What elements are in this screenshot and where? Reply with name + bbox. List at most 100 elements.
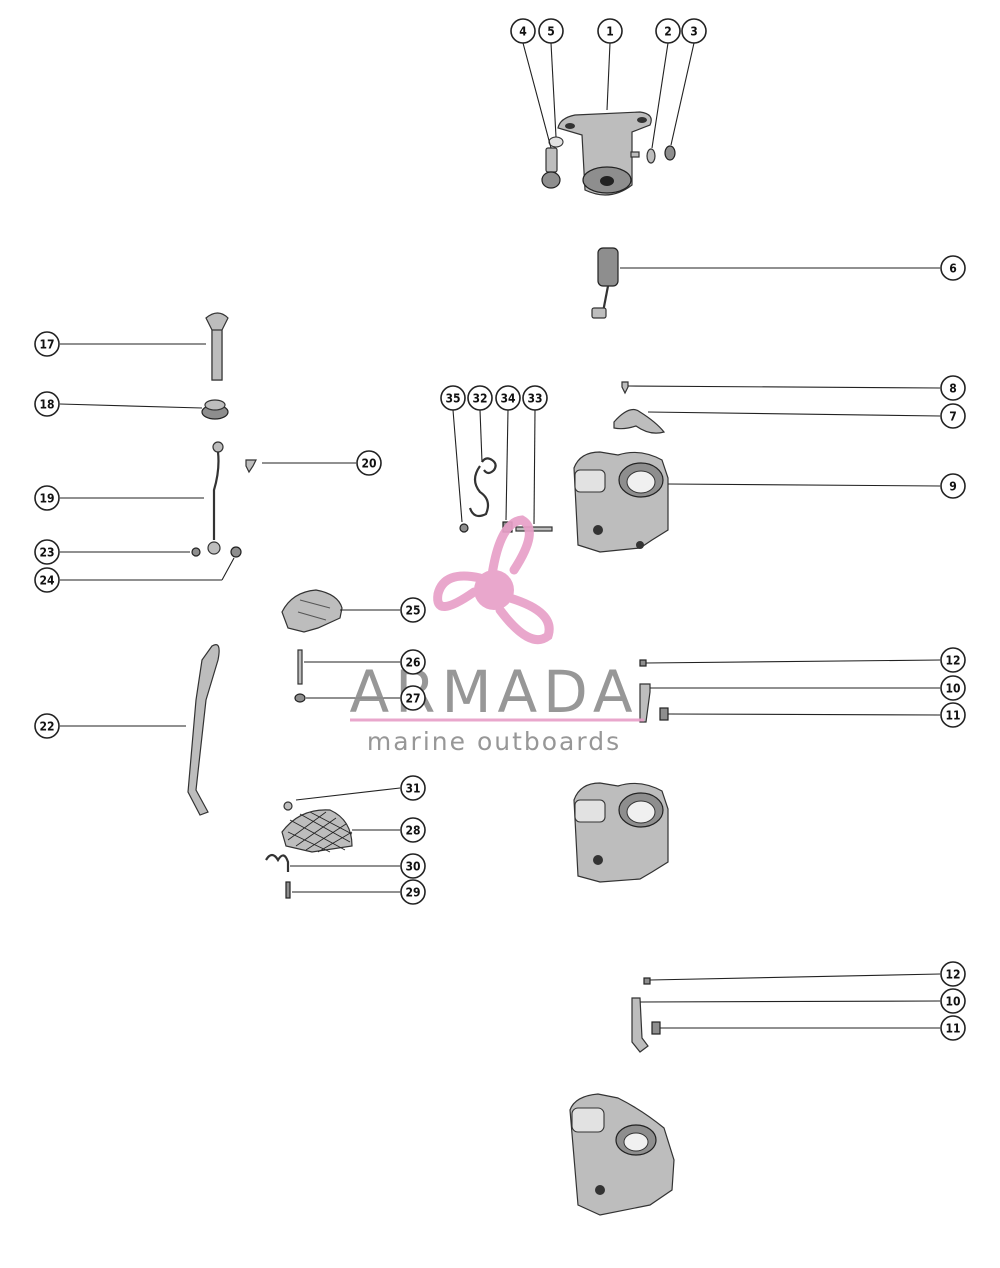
callout-9: 9 <box>940 473 966 499</box>
callout-26: 26 <box>400 649 426 675</box>
washer-27 <box>294 693 306 703</box>
svg-text:23: 23 <box>39 546 54 560</box>
svg-text:10: 10 <box>945 682 960 696</box>
nut-3 <box>664 145 676 161</box>
svg-text:6: 6 <box>949 262 957 276</box>
callout-2: 2 <box>655 18 681 44</box>
svg-text:5: 5 <box>547 25 555 39</box>
fuel-connector-housing <box>557 111 652 196</box>
callout-23: 23 <box>34 539 60 565</box>
svg-text:18: 18 <box>39 398 54 412</box>
propeller-icon <box>433 515 554 645</box>
svg-text:31: 31 <box>405 782 420 796</box>
callout-29: 29 <box>400 879 426 905</box>
svg-text:11: 11 <box>945 709 960 723</box>
callout-27: 27 <box>400 685 426 711</box>
callout-1: 1 <box>597 18 623 44</box>
part-6 <box>591 247 619 319</box>
svg-text:28: 28 <box>405 824 420 838</box>
callout-25: 25 <box>400 597 426 623</box>
svg-text:26: 26 <box>405 656 420 670</box>
callout-33: 33 <box>522 385 548 411</box>
propeller-hub-icon <box>474 570 514 610</box>
svg-text:27: 27 <box>405 692 420 706</box>
svg-text:9: 9 <box>949 480 957 494</box>
svg-text:25: 25 <box>405 604 420 618</box>
part-illustrations <box>187 111 676 1216</box>
callout-4: 4 <box>510 18 536 44</box>
lever-22 <box>187 644 220 816</box>
spring-30 <box>265 853 290 872</box>
carburetor-body-1 <box>573 451 669 553</box>
screw-11-b <box>651 1021 661 1035</box>
callout-32: 32 <box>467 385 493 411</box>
callout-19: 19 <box>34 485 60 511</box>
part-10-a <box>639 683 651 723</box>
callout-8: 8 <box>940 375 966 401</box>
callout-24: 24 <box>34 567 60 593</box>
callout-12-b: 12 <box>940 961 966 987</box>
callout-12-a: 12 <box>940 647 966 673</box>
logo-tagline: marine outboards <box>367 727 621 756</box>
svg-text:24: 24 <box>39 574 55 588</box>
carburetor-body-3 <box>569 1093 675 1216</box>
lever-7 <box>613 409 666 434</box>
screw-11-a <box>659 707 669 721</box>
callout-7: 7 <box>940 403 966 429</box>
callout-18: 18 <box>34 391 60 417</box>
screw-4 <box>541 147 561 189</box>
grip-17 <box>205 312 229 381</box>
spring-32 <box>468 457 497 518</box>
logo-name: ARMADA <box>349 658 638 726</box>
part-10-b <box>631 997 649 1053</box>
svg-text:1: 1 <box>606 25 614 39</box>
callout-31: 31 <box>400 775 426 801</box>
callout-6: 6 <box>940 255 966 281</box>
svg-text:34: 34 <box>500 392 516 406</box>
callout-34: 34 <box>495 385 521 411</box>
svg-text:22: 22 <box>39 720 54 734</box>
svg-text:35: 35 <box>445 392 460 406</box>
callout-30: 30 <box>400 853 426 879</box>
part-24 <box>230 546 242 558</box>
svg-text:10: 10 <box>945 995 960 1009</box>
pin-26 <box>297 649 303 685</box>
svg-text:33: 33 <box>527 392 542 406</box>
svg-text:7: 7 <box>949 410 957 424</box>
callout-10-a: 10 <box>940 675 966 701</box>
callout-bubbles: 4 5 1 2 3 6 8 7 9 12 10 11 12 10 11 35 3… <box>34 18 966 1041</box>
cam-25 <box>281 589 343 633</box>
svg-text:17: 17 <box>39 338 54 352</box>
svg-text:19: 19 <box>39 492 54 506</box>
armada-logo: ARMADA marine outboards <box>349 515 644 756</box>
svg-text:3: 3 <box>690 25 698 39</box>
callout-20: 20 <box>356 450 382 476</box>
screw-8 <box>621 381 629 395</box>
callout-11-b: 11 <box>940 1015 966 1041</box>
svg-text:12: 12 <box>945 968 960 982</box>
part-31 <box>283 801 293 811</box>
svg-text:30: 30 <box>405 860 420 874</box>
screw-20 <box>245 459 257 474</box>
callout-22: 22 <box>34 713 60 739</box>
callout-10-b: 10 <box>940 988 966 1014</box>
screen-28 <box>281 809 353 853</box>
part-23 <box>191 547 201 557</box>
screw-29 <box>285 881 291 899</box>
svg-text:11: 11 <box>945 1022 960 1036</box>
part-12-a <box>639 659 647 667</box>
callout-28: 28 <box>400 817 426 843</box>
callout-35: 35 <box>440 385 466 411</box>
part-12-b <box>643 977 651 985</box>
svg-text:29: 29 <box>405 886 420 900</box>
washer-5 <box>548 136 564 148</box>
callout-11-a: 11 <box>940 702 966 728</box>
svg-text:32: 32 <box>472 392 487 406</box>
part-35 <box>459 523 469 533</box>
svg-text:2: 2 <box>664 25 672 39</box>
svg-text:12: 12 <box>945 654 960 668</box>
callout-5: 5 <box>538 18 564 44</box>
washer-2 <box>646 148 656 164</box>
screw-33 <box>515 526 553 532</box>
